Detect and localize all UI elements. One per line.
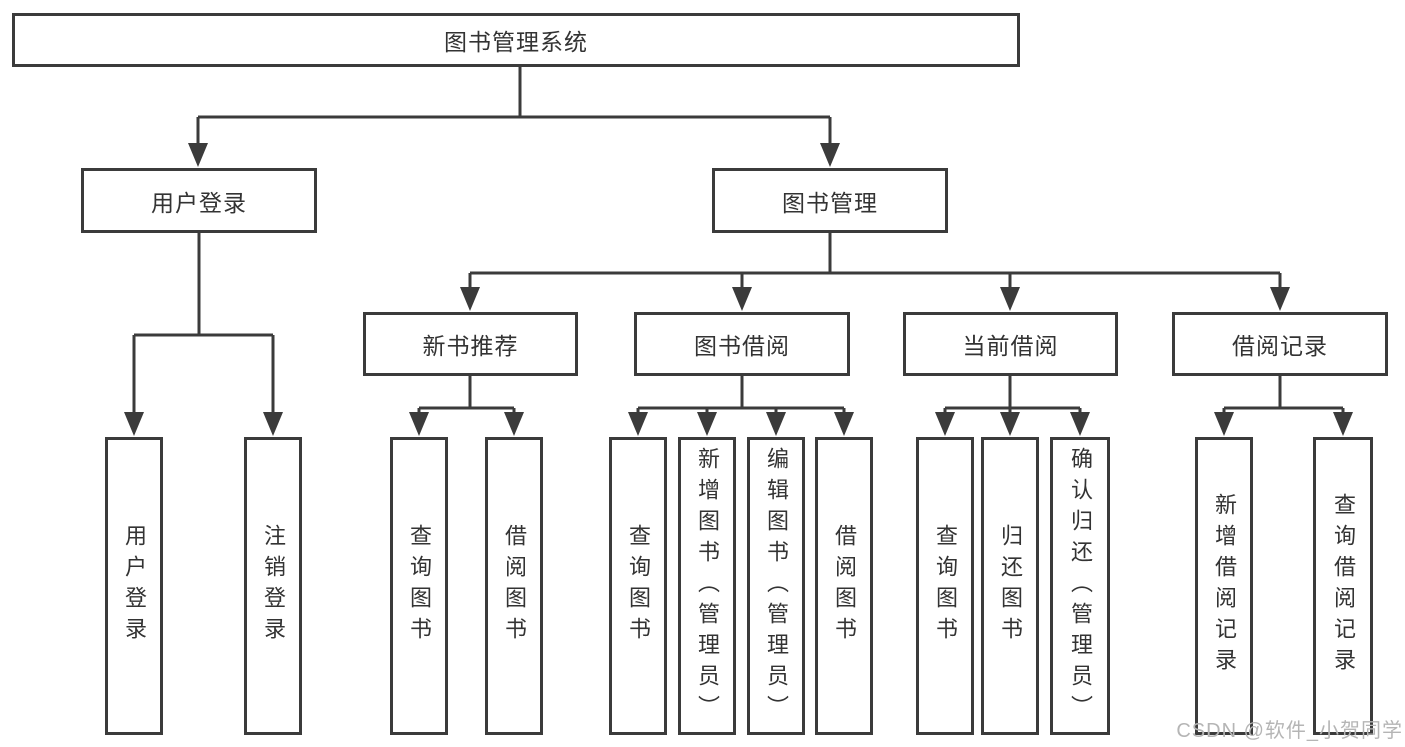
node-label: 图书管理 <box>782 189 878 216</box>
node-label: 查询图书 <box>626 524 651 648</box>
leaf-query-borrow-record: 查询借阅记录 <box>1313 437 1373 735</box>
node-label: 确认归还（管理员） <box>1068 446 1093 726</box>
leaf-confirm-return-admin: 确认归还（管理员） <box>1050 437 1110 735</box>
node-label: 当前借阅 <box>962 333 1059 359</box>
node-current-borrowing: 当前借阅 <box>903 312 1118 376</box>
node-label: 新增借阅记录 <box>1212 493 1237 679</box>
leaf-return-books: 归还图书 <box>981 437 1039 735</box>
node-book-borrowing: 图书借阅 <box>634 312 850 376</box>
node-label: 借阅图书 <box>832 524 857 648</box>
leaf-add-borrow-record: 新增借阅记录 <box>1195 437 1253 735</box>
node-label: 查询借阅记录 <box>1331 493 1356 679</box>
leaf-query-books-recommend: 查询图书 <box>390 437 448 735</box>
node-borrowing-records: 借阅记录 <box>1172 312 1388 376</box>
node-user-login: 用户登录 <box>81 168 317 233</box>
node-label: 借阅图书 <box>502 524 527 648</box>
leaf-add-book-admin: 新增图书（管理员） <box>678 437 736 735</box>
leaf-logout: 注销登录 <box>244 437 302 735</box>
node-label: 注销登录 <box>261 524 286 648</box>
node-label: 借阅记录 <box>1232 333 1328 359</box>
node-label: 新书推荐 <box>422 333 519 359</box>
node-label: 用户登录 <box>151 189 247 216</box>
node-label: 图书管理系统 <box>444 29 588 55</box>
leaf-query-books-borrowing: 查询图书 <box>609 437 667 735</box>
leaf-edit-book-admin: 编辑图书（管理员） <box>747 437 805 735</box>
leaf-user-login: 用户登录 <box>105 437 163 735</box>
node-label: 归还图书 <box>998 524 1023 648</box>
leaf-borrow-books: 借阅图书 <box>815 437 873 735</box>
node-label: 新增图书（管理员） <box>695 446 720 726</box>
node-label: 查询图书 <box>933 524 958 648</box>
leaf-query-books-current: 查询图书 <box>916 437 974 735</box>
node-label: 查询图书 <box>407 524 432 648</box>
node-label: 图书借阅 <box>694 333 790 359</box>
csdn-watermark: CSDN @软件_小贺同学 <box>1176 720 1403 742</box>
node-new-book-recommend: 新书推荐 <box>363 312 578 376</box>
node-label: 用户登录 <box>122 524 147 648</box>
leaf-borrow-books-recommend: 借阅图书 <box>485 437 543 735</box>
node-root-library-management-system: 图书管理系统 <box>12 13 1020 67</box>
node-book-management: 图书管理 <box>712 168 948 233</box>
node-label: 编辑图书（管理员） <box>764 446 789 726</box>
